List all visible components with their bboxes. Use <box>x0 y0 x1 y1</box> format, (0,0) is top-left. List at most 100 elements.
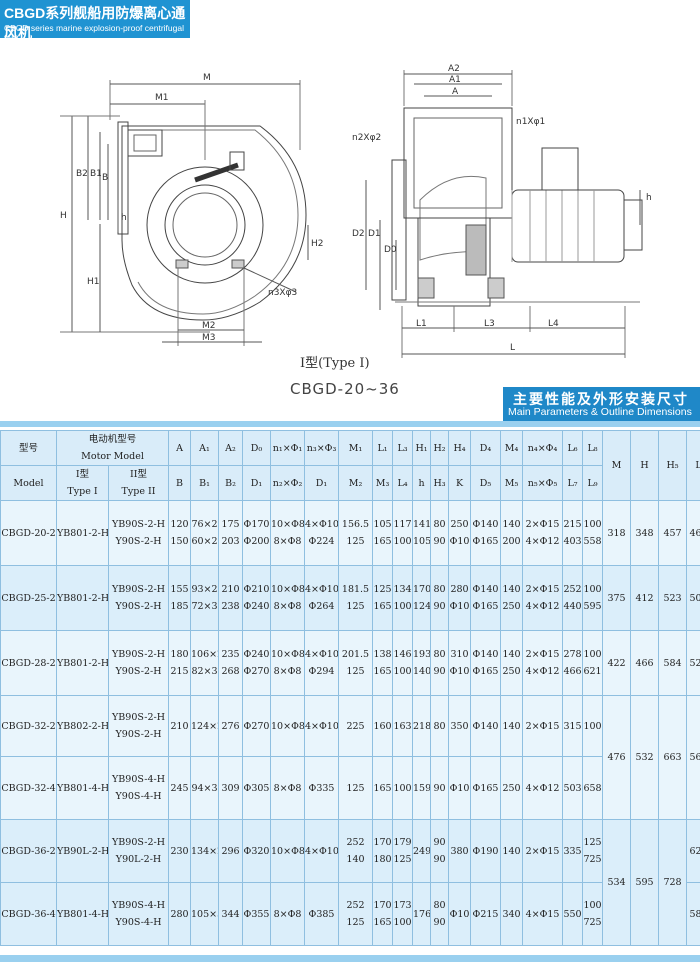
table-cell: 344 <box>218 882 244 946</box>
label-H2: H2 <box>311 239 324 249</box>
header-param: L₈ <box>582 430 604 466</box>
label-L1: L1 <box>416 319 427 329</box>
header-param: H₁ <box>412 430 432 466</box>
cell-motor-type1: YB801-4-H <box>56 756 109 820</box>
table-cell: Φ165 <box>470 756 502 820</box>
label-L3: L3 <box>484 319 495 329</box>
table-cell: Φ215 <box>470 882 502 946</box>
table-cell: Φ140 <box>470 695 502 757</box>
table-cell: 10×Φ8 <box>270 819 306 883</box>
table-cell: 4×Φ15 <box>522 882 564 946</box>
header-param: M₅ <box>500 465 524 501</box>
label-H: H <box>60 211 67 221</box>
table-cell: 10×Φ8 <box>270 695 306 757</box>
table-cell: 335 <box>562 819 584 883</box>
cell-dimension: 318 <box>602 500 632 566</box>
table-cell: 550 <box>562 882 584 946</box>
table-cell: 218 <box>412 695 432 757</box>
cell-dimension-L: 583 <box>686 882 700 946</box>
label-n3: n3Xφ3 <box>268 288 297 298</box>
front-view <box>365 70 643 358</box>
cell-dimension: 534 <box>602 819 632 946</box>
table-cell: 225 <box>338 695 374 757</box>
label-h-right: h <box>646 193 652 203</box>
header-param: L₆ <box>562 430 584 466</box>
table-cell: Φ355 <box>242 882 272 946</box>
cell-dimension: 663 <box>658 695 688 820</box>
cell-model: CBGD-32-2 <box>0 695 57 757</box>
table-cell: 4×Φ12 <box>522 756 564 820</box>
header-param: H₅ <box>658 430 688 501</box>
cell-dimension: 595 <box>630 819 660 946</box>
cell-model: CBGD-32-4 <box>0 756 57 820</box>
label-M2: M2 <box>202 321 216 331</box>
table-cell: 124×2 <box>190 695 220 757</box>
header-title-en: CBGD series marine explosion-proof centr… <box>4 23 184 43</box>
table-cell: Φ270 <box>242 695 272 757</box>
header-param: B <box>168 465 192 501</box>
cell-motor-type1: YB801-4-H <box>56 882 109 946</box>
label-B2: B2 <box>76 169 88 179</box>
table-cell: 658 <box>582 756 604 820</box>
cell-dimension: 728 <box>658 819 688 946</box>
label-M1: M1 <box>155 93 169 103</box>
label-A1: A1 <box>449 75 461 85</box>
header-param: L₉ <box>582 465 604 501</box>
table-cell: 2×Φ15 <box>522 819 564 883</box>
table-cell: 176 <box>412 882 432 946</box>
cell-dimension: 500 <box>686 565 700 631</box>
header-param: A <box>168 430 192 466</box>
header-param: H <box>630 430 660 501</box>
label-H1: H1 <box>87 277 100 287</box>
table-cell: 140 <box>500 695 524 757</box>
side-view-labels: M M1 H B2 B1 B H1 h H2 M2 M3 n3Xφ3 <box>60 73 324 343</box>
table-cell: 125 <box>338 756 374 820</box>
cell-dimension: 422 <box>602 630 632 696</box>
header-param: A₁ <box>190 430 220 466</box>
table-cell: Φ190 <box>470 819 502 883</box>
table-cell: 315 <box>562 695 584 757</box>
header-param: L <box>686 430 700 501</box>
table-cell: 106×282×3 <box>190 630 220 696</box>
front-view-labels: A2 A1 A n1Xφ1 n2Xφ2 D2 D1 D0 h L1 L3 L4 … <box>352 64 652 353</box>
label-M3: M3 <box>202 333 216 343</box>
table-cell: 80 <box>430 695 450 757</box>
header-model-en: Model <box>0 465 57 501</box>
cell-model: CBGD-25-2 <box>0 565 57 631</box>
table-cell: 163 <box>392 695 414 757</box>
table-cell: 90 <box>430 756 450 820</box>
side-view <box>60 80 309 346</box>
label-A2: A2 <box>448 64 460 74</box>
